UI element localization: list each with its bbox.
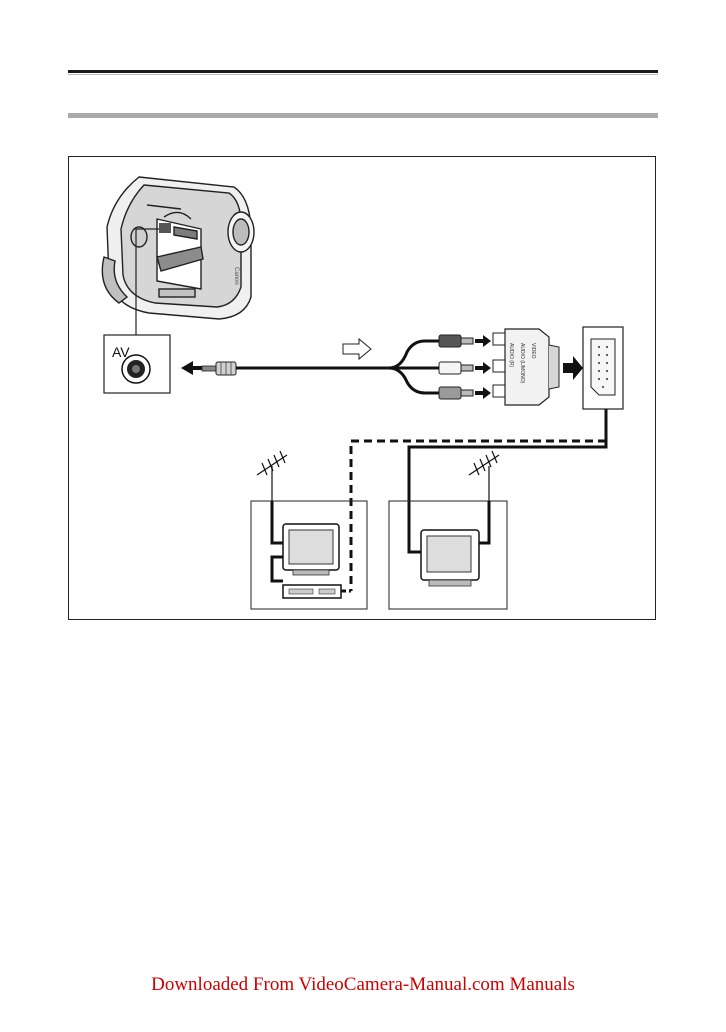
tv-setup — [389, 451, 507, 609]
header-rule — [68, 70, 658, 73]
camcorder-illustration: Canon — [102, 177, 254, 319]
adapter-label-video: VIDEO — [530, 343, 536, 359]
rca-plugs — [439, 335, 473, 399]
header-rule-shadow — [68, 74, 658, 75]
section-rule — [68, 113, 658, 118]
signal-flow-arrow — [343, 339, 371, 359]
camera-brand-label: Canon — [233, 267, 239, 285]
av-terminal-callout: AV — [104, 335, 170, 393]
scart-adapter: AUDIO (R) AUDIO (L/MONO) VIDEO — [493, 329, 559, 405]
av-cable — [202, 341, 439, 393]
scart-socket — [583, 327, 623, 409]
footer-download-link[interactable]: Downloaded From VideoCamera-Manual.com M… — [0, 974, 726, 996]
adapter-label-audio-l: AUDIO (L/MONO) — [519, 343, 525, 384]
adapter-label-audio-r: AUDIO (R) — [508, 343, 514, 368]
connection-diagram: Canon AV — [68, 156, 656, 620]
